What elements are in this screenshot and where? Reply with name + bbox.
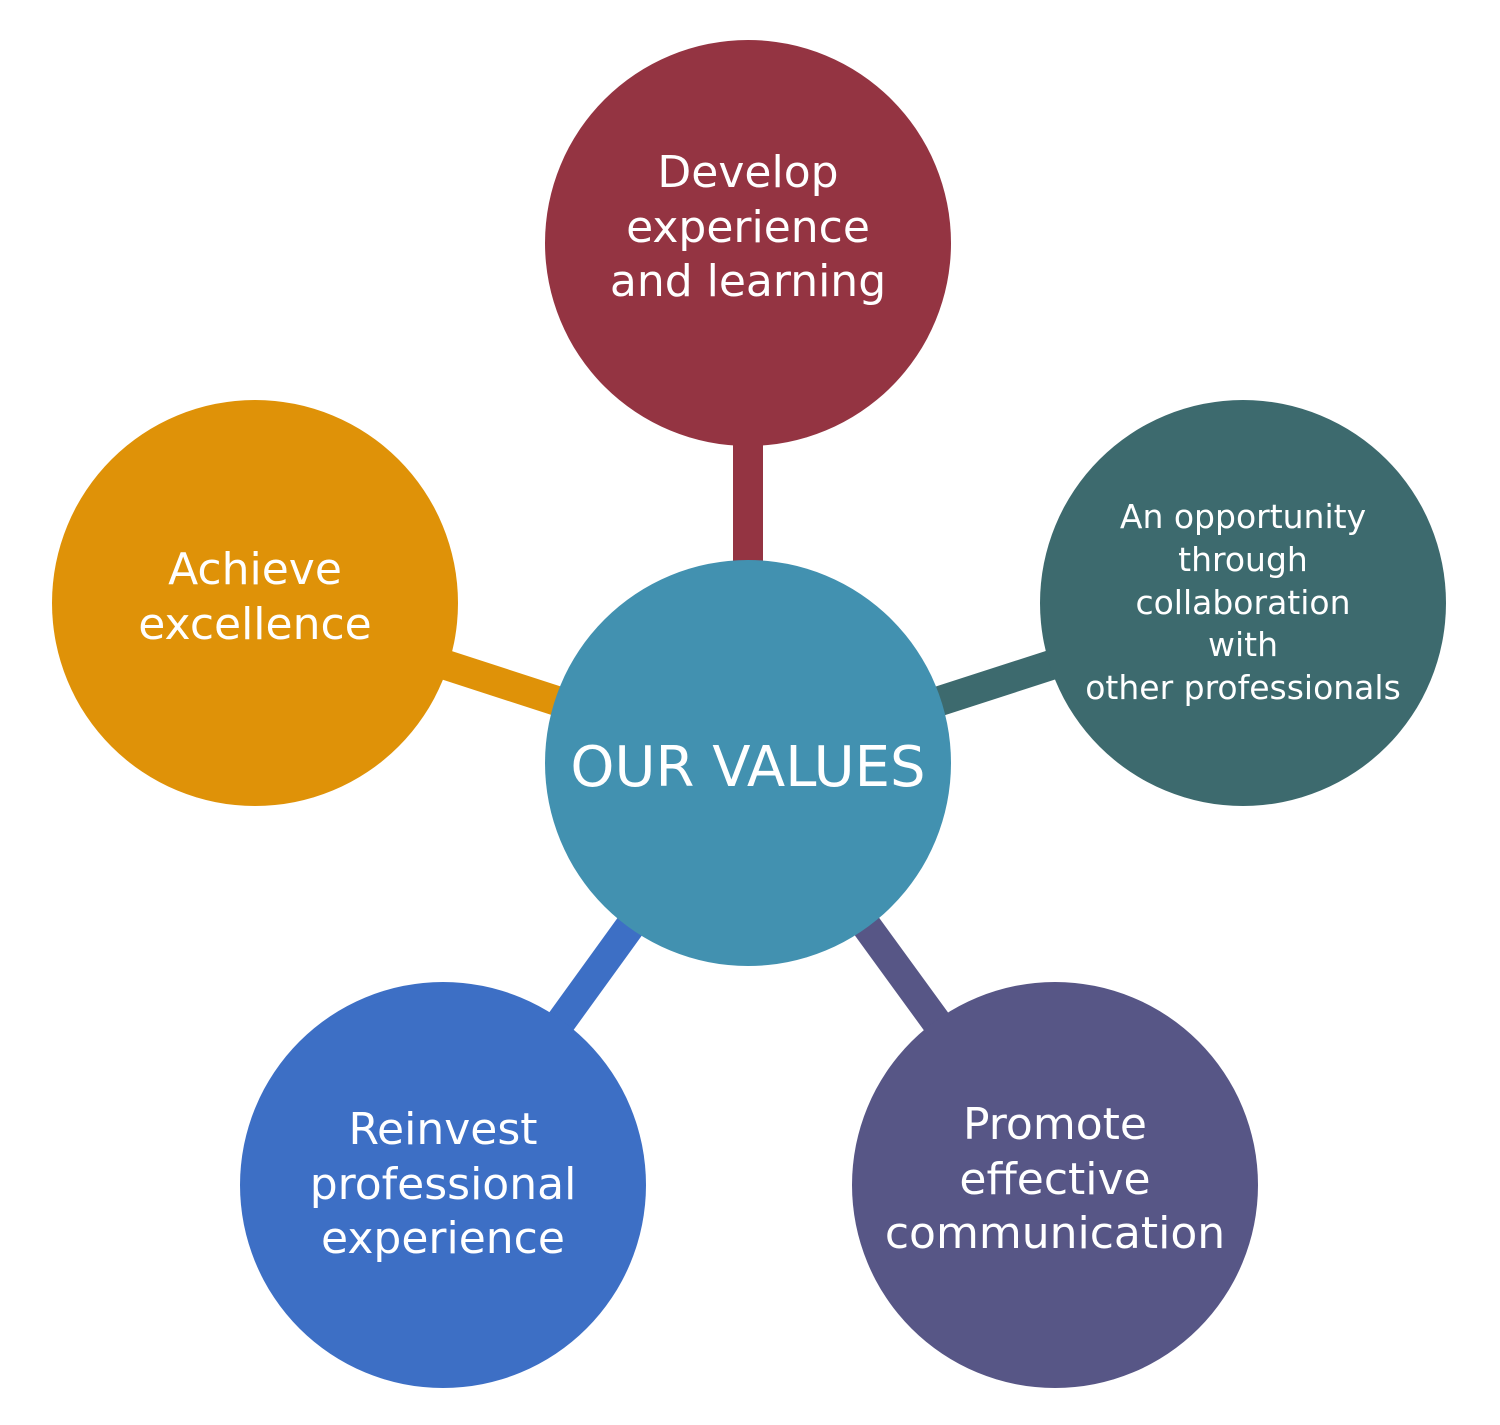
node-text-line: excellence [138, 599, 372, 650]
center-label: OUR VALUES [570, 735, 926, 801]
node-text-line: and learning [609, 256, 887, 308]
node-text-line: experience [321, 1213, 565, 1265]
node-text-line: An opportunity [1119, 496, 1367, 536]
node-text-line: Reinvest [348, 1104, 538, 1156]
node-text-line: collaboration [1135, 582, 1351, 622]
node-text-line: with [1207, 625, 1278, 665]
center-node-our-values: OUR VALUES [545, 560, 951, 966]
node-text-line: professional [309, 1158, 577, 1210]
node-text-line: through [1178, 539, 1308, 579]
node-text-line: Develop [657, 147, 839, 199]
node-text-line: other professionals [1085, 668, 1401, 708]
node-text-line: effective [959, 1153, 1151, 1205]
node-text-line: Promote [963, 1099, 1147, 1151]
node-text-line: experience [626, 201, 870, 253]
node-text-line: communication [884, 1208, 1226, 1260]
node-text-line: Achieve [168, 544, 342, 596]
